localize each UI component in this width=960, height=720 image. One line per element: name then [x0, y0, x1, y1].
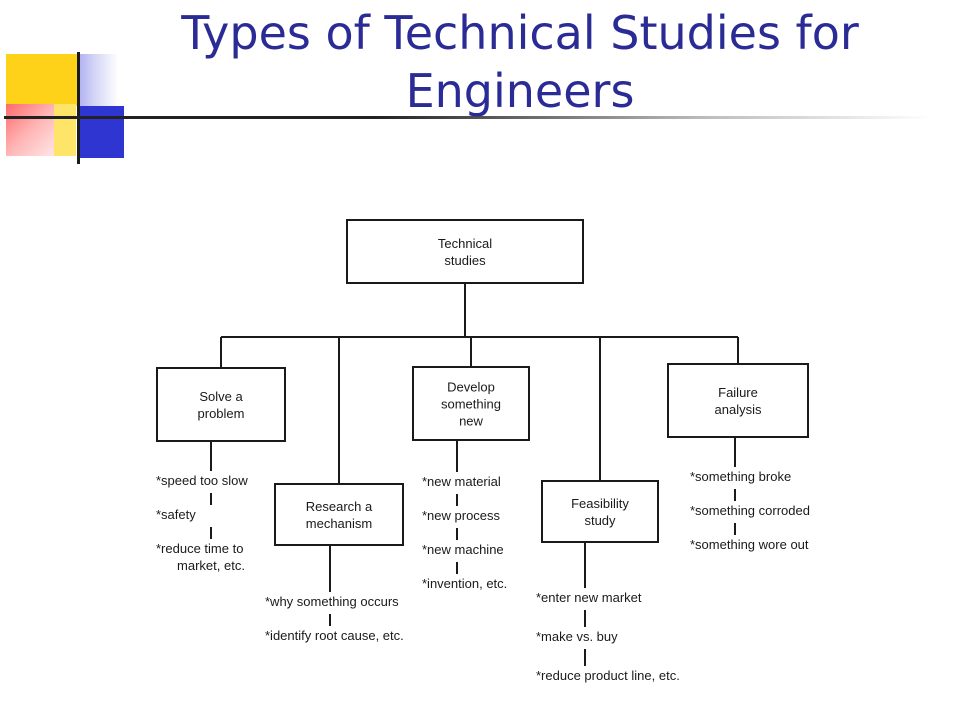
category-item-text: market, etc.: [177, 558, 245, 573]
category-item-text: *new material: [422, 474, 501, 489]
category-item-text: *something corroded: [690, 503, 810, 518]
slide-title: Types of Technical Studies for Engineers: [120, 4, 920, 120]
decor-yellow-square: [6, 54, 78, 106]
category-box-label: Feasibility: [571, 496, 629, 511]
category-box: [274, 483, 404, 546]
category-item-text: *something wore out: [690, 537, 809, 552]
slide-title-line-1: Types of Technical Studies for: [181, 6, 859, 60]
root-box-label: studies: [444, 253, 486, 268]
category-item-text: *identify root cause, etc.: [265, 628, 404, 643]
category-item-text: *something broke: [690, 469, 791, 484]
category-item-text: *reduce time to: [156, 541, 243, 556]
category-box-label: study: [584, 513, 616, 528]
category-box: [156, 367, 286, 442]
category-item-text: *enter new market: [536, 590, 642, 605]
category-box: [412, 366, 530, 441]
category-item-text: *make vs. buy: [536, 629, 618, 644]
category-item-text: *why something occurs: [265, 594, 399, 609]
decor-horizontal-rule: [4, 116, 934, 119]
category-box-label: Research a: [306, 499, 373, 514]
slide-title-line-2: Engineers: [405, 64, 635, 118]
category-item-text: *new process: [422, 508, 501, 523]
decor-blue-square: [78, 106, 124, 158]
category-box-label: new: [459, 414, 483, 429]
category-box-label: something: [441, 397, 501, 412]
category-item-text: *speed too slow: [156, 473, 248, 488]
category-box: [541, 480, 659, 543]
category-box: [667, 363, 809, 438]
decor-vertical-rule: [77, 52, 80, 164]
category-box-label: Failure: [718, 385, 758, 400]
category-box-label: Develop: [447, 380, 495, 395]
root-box: [346, 219, 584, 284]
root-box-label: Technical: [438, 236, 492, 251]
category-box-label: problem: [198, 406, 245, 421]
category-item-text: *invention, etc.: [422, 576, 507, 591]
category-item-text: *reduce product line, etc.: [536, 668, 680, 683]
category-item-text: *new machine: [422, 542, 504, 557]
category-item-text: *safety: [156, 507, 196, 522]
category-box-label: Solve a: [199, 389, 243, 404]
category-box-label: mechanism: [306, 516, 372, 531]
category-box-label: analysis: [715, 402, 762, 417]
